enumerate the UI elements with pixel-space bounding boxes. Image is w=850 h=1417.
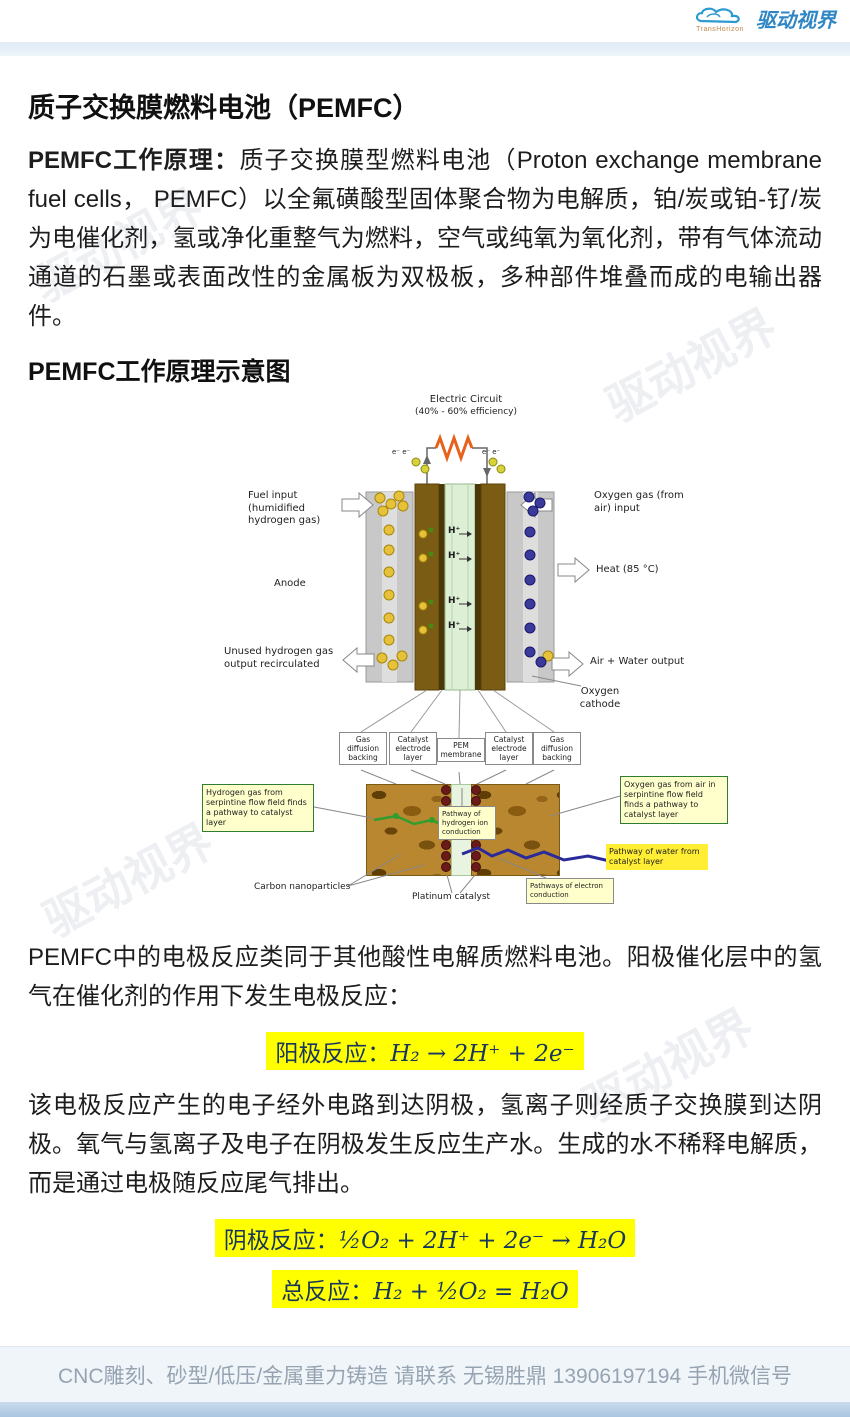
oxygen-input-label: Oxygen gas (from air) input [594,490,684,514]
cathode-reaction-label: 阴极反应： [223,1228,339,1254]
electron-pathway-callout: Pathways of electron conduction [526,878,614,904]
brand-logo: TransHorizon 驱动视界 [691,4,836,33]
proton-label: H⁺ [448,596,461,606]
total-reaction-formula: H₂ + ½O₂ = H₂O [373,1279,569,1305]
cloud-logo-icon: TransHorizon [691,4,749,33]
electron-label: e⁻ e⁻ [482,448,501,456]
footer-text: CNC雕刻、砂型/低压/金属重力铸造 请联系 无锡胜鼎 13906197194 … [58,1364,792,1388]
oxygen-pathway-callout: Oxygen gas from air in serpintine flow f… [620,776,728,824]
anode-reaction: 阳极反应：H₂ → 2H⁺ + 2e⁻ [28,1032,822,1070]
pemfc-diagram: Electric Circuit (40% - 60% efficiency) … [196,392,736,922]
proton-pathway-callout: Pathway of hydrogen ion conduction [438,806,496,841]
proton-label: H⁺ [448,526,461,536]
brand-cn: 驱动视界 [756,10,836,32]
hydrogen-pathway-callout: Hydrogen gas from serpintine flow field … [202,784,314,832]
diagram-heading: PEMFC工作原理示意图 [28,358,291,386]
total-reaction-label: 总反应： [281,1279,374,1305]
anode-reaction-formula: H₂ → 2H⁺ + 2e⁻ [390,1041,575,1067]
footer-contact-bar: CNC雕刻、砂型/低压/金属重力铸造 请联系 无锡胜鼎 13906197194 … [0,1346,850,1402]
bottom-strip [0,1402,850,1417]
anode-reaction-label: 阳极反应： [275,1041,391,1067]
page-title: 质子交换膜燃料电池（PEMFC） [28,93,420,123]
cathode-reaction-formula: ½O₂ + 2H⁺ + 2e⁻ → H₂O [338,1228,627,1254]
heat-label: Heat (85 °C) [596,564,659,575]
paragraph-principle: PEMFC工作原理：质子交换膜型燃料电池（Proton exchange mem… [28,141,822,336]
resistor-icon [434,433,474,463]
article: 质子交换膜燃料电池（PEMFC） PEMFC工作原理：质子交换膜型燃料电池（Pr… [0,86,850,1308]
efficiency-label: (40% - 60% efficiency) [414,407,518,417]
unused-hydrogen-label: Unused hydrogen gas output recirculated [224,646,334,670]
oxygen-cathode-label: Oxygen cathode [579,686,621,710]
paragraph-principle-text: 质子交换膜型燃料电池（Proton exchange membrane fuel… [28,147,822,330]
cathode-reaction: 阴极反应：½O₂ + 2H⁺ + 2e⁻ → H₂O [28,1219,822,1257]
divider-band [0,42,850,56]
carbon-nanoparticles-label: Carbon nanoparticles [254,882,351,892]
brand-en: TransHorizon [696,26,744,33]
fuel-input-label: Fuel input (humidified hydrogen gas) [248,490,321,526]
paragraph-cathode-description: 该电极反应产生的电子经外电路到达阴极，氢离子则经质子交换膜到达阴极。氧气与氢离子… [28,1092,822,1197]
cloud-icon [695,7,740,24]
water-pathway-callout: Pathway of water from catalyst layer [606,844,708,870]
proton-label: H⁺ [448,551,461,561]
air-water-output-label: Air + Water output [590,656,685,667]
layer-box-catalyst-right: Catalyst electrode layer [485,732,533,765]
electron-label: e⁻ e⁻ [392,448,411,456]
header: TransHorizon 驱动视界 [0,0,850,42]
anode-label: Anode [274,578,306,589]
electric-circuit-label: Electric Circuit [429,394,503,405]
platinum-catalyst-label: Platinum catalyst [412,892,491,902]
paragraph-electrode-reaction: PEMFC中的电极反应类同于其他酸性电解质燃料电池。阳极催化层中的氢气在催化剂的… [28,944,822,1010]
paragraph-principle-label: PEMFC工作原理： [28,147,240,174]
layer-box-gdl-left: Gas diffusion backing [339,732,387,765]
layer-box-gdl-right: Gas diffusion backing [533,732,581,765]
proton-label: H⁺ [448,621,461,631]
layer-box-pem: PEM membrane [437,738,485,762]
layer-box-catalyst-left: Catalyst electrode layer [389,732,437,765]
total-reaction: 总反应：H₂ + ½O₂ = H₂O [28,1270,822,1308]
